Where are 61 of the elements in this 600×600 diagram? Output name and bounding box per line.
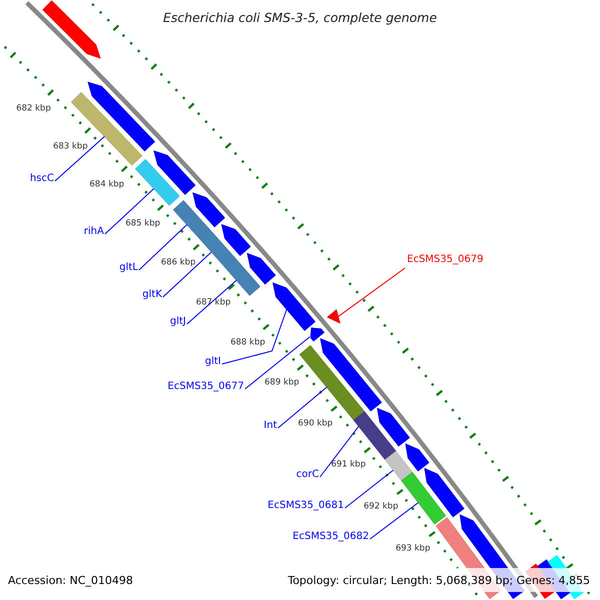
gene-feature	[42, 0, 101, 59]
tick-label: 688 kbp	[230, 337, 266, 348]
tick-label: 693 kbp	[396, 543, 430, 554]
gene-bar	[384, 450, 413, 481]
gene-marker	[326, 309, 340, 324]
leader-line	[54, 136, 105, 182]
gene-label: gltL	[119, 261, 138, 275]
gene-feature	[192, 192, 226, 228]
gene-label: rihA	[84, 225, 104, 239]
leader-line	[162, 252, 212, 298]
gene-feature	[320, 338, 382, 412]
tick-label: 683 kbp	[53, 142, 88, 153]
map-title: Escherichia coli SMS-3-5, complete genome	[162, 10, 438, 25]
gene-bar	[172, 200, 210, 238]
tick-label: 685 kbp	[126, 218, 160, 230]
gene-bar	[70, 92, 142, 166]
leader-line	[222, 309, 288, 364]
gene-feature	[88, 82, 156, 152]
gene-feature	[310, 328, 325, 342]
gene-feature	[376, 408, 410, 447]
gene-label: gltJ	[170, 315, 186, 329]
leader-line	[337, 268, 406, 318]
gene-bar	[353, 411, 396, 460]
leader-line	[320, 426, 360, 478]
gene-label: gltK	[142, 288, 162, 302]
gene-label: gltI	[205, 355, 221, 369]
gene-label: hscC	[30, 172, 54, 186]
leader-line	[138, 224, 188, 270]
leader-line	[370, 502, 419, 540]
gene-feature	[272, 282, 316, 331]
leader-line	[186, 280, 237, 324]
leader-line	[278, 386, 328, 428]
accession-text: Accession: NC_010498	[8, 574, 134, 588]
gene-feature	[221, 224, 251, 256]
gene-bar	[401, 472, 446, 524]
gene-bar	[224, 258, 260, 296]
tick-label: 691 kbp	[331, 459, 366, 470]
gene-label: corC	[296, 468, 319, 482]
genome-stats-text: Topology: circular; Length: 5,068,389 bp; Genes: 4,855	[288, 574, 590, 588]
gene-label: EcSMS35_0679	[407, 253, 484, 267]
gene-label: EcSMS35_0681	[268, 499, 344, 513]
gene-label: EcSMS35_0682	[292, 530, 369, 544]
gene-bar	[198, 228, 236, 268]
gene-bar	[299, 345, 365, 420]
gene-feature	[405, 443, 430, 472]
leader-line	[344, 470, 394, 508]
gene-feature	[424, 468, 464, 518]
tick-label: 687 kbp	[196, 297, 231, 308]
gene-bar	[135, 159, 180, 206]
leader-line	[104, 188, 154, 234]
gene-feature	[246, 252, 276, 285]
tick-label: 692 kbp	[364, 501, 398, 512]
tick-label: 689 kbp	[264, 377, 300, 388]
tick-label: 682 kbp	[16, 104, 51, 115]
tick-label: 686 kbp	[160, 258, 196, 269]
gene-label: Int	[264, 419, 277, 433]
tick-label: 684 kbp	[90, 180, 124, 191]
gene-label: EcSMS35_0677	[168, 380, 244, 394]
leader-line	[244, 336, 310, 390]
tick-label: 690 kbp	[298, 418, 333, 430]
gene-feature	[154, 150, 196, 195]
